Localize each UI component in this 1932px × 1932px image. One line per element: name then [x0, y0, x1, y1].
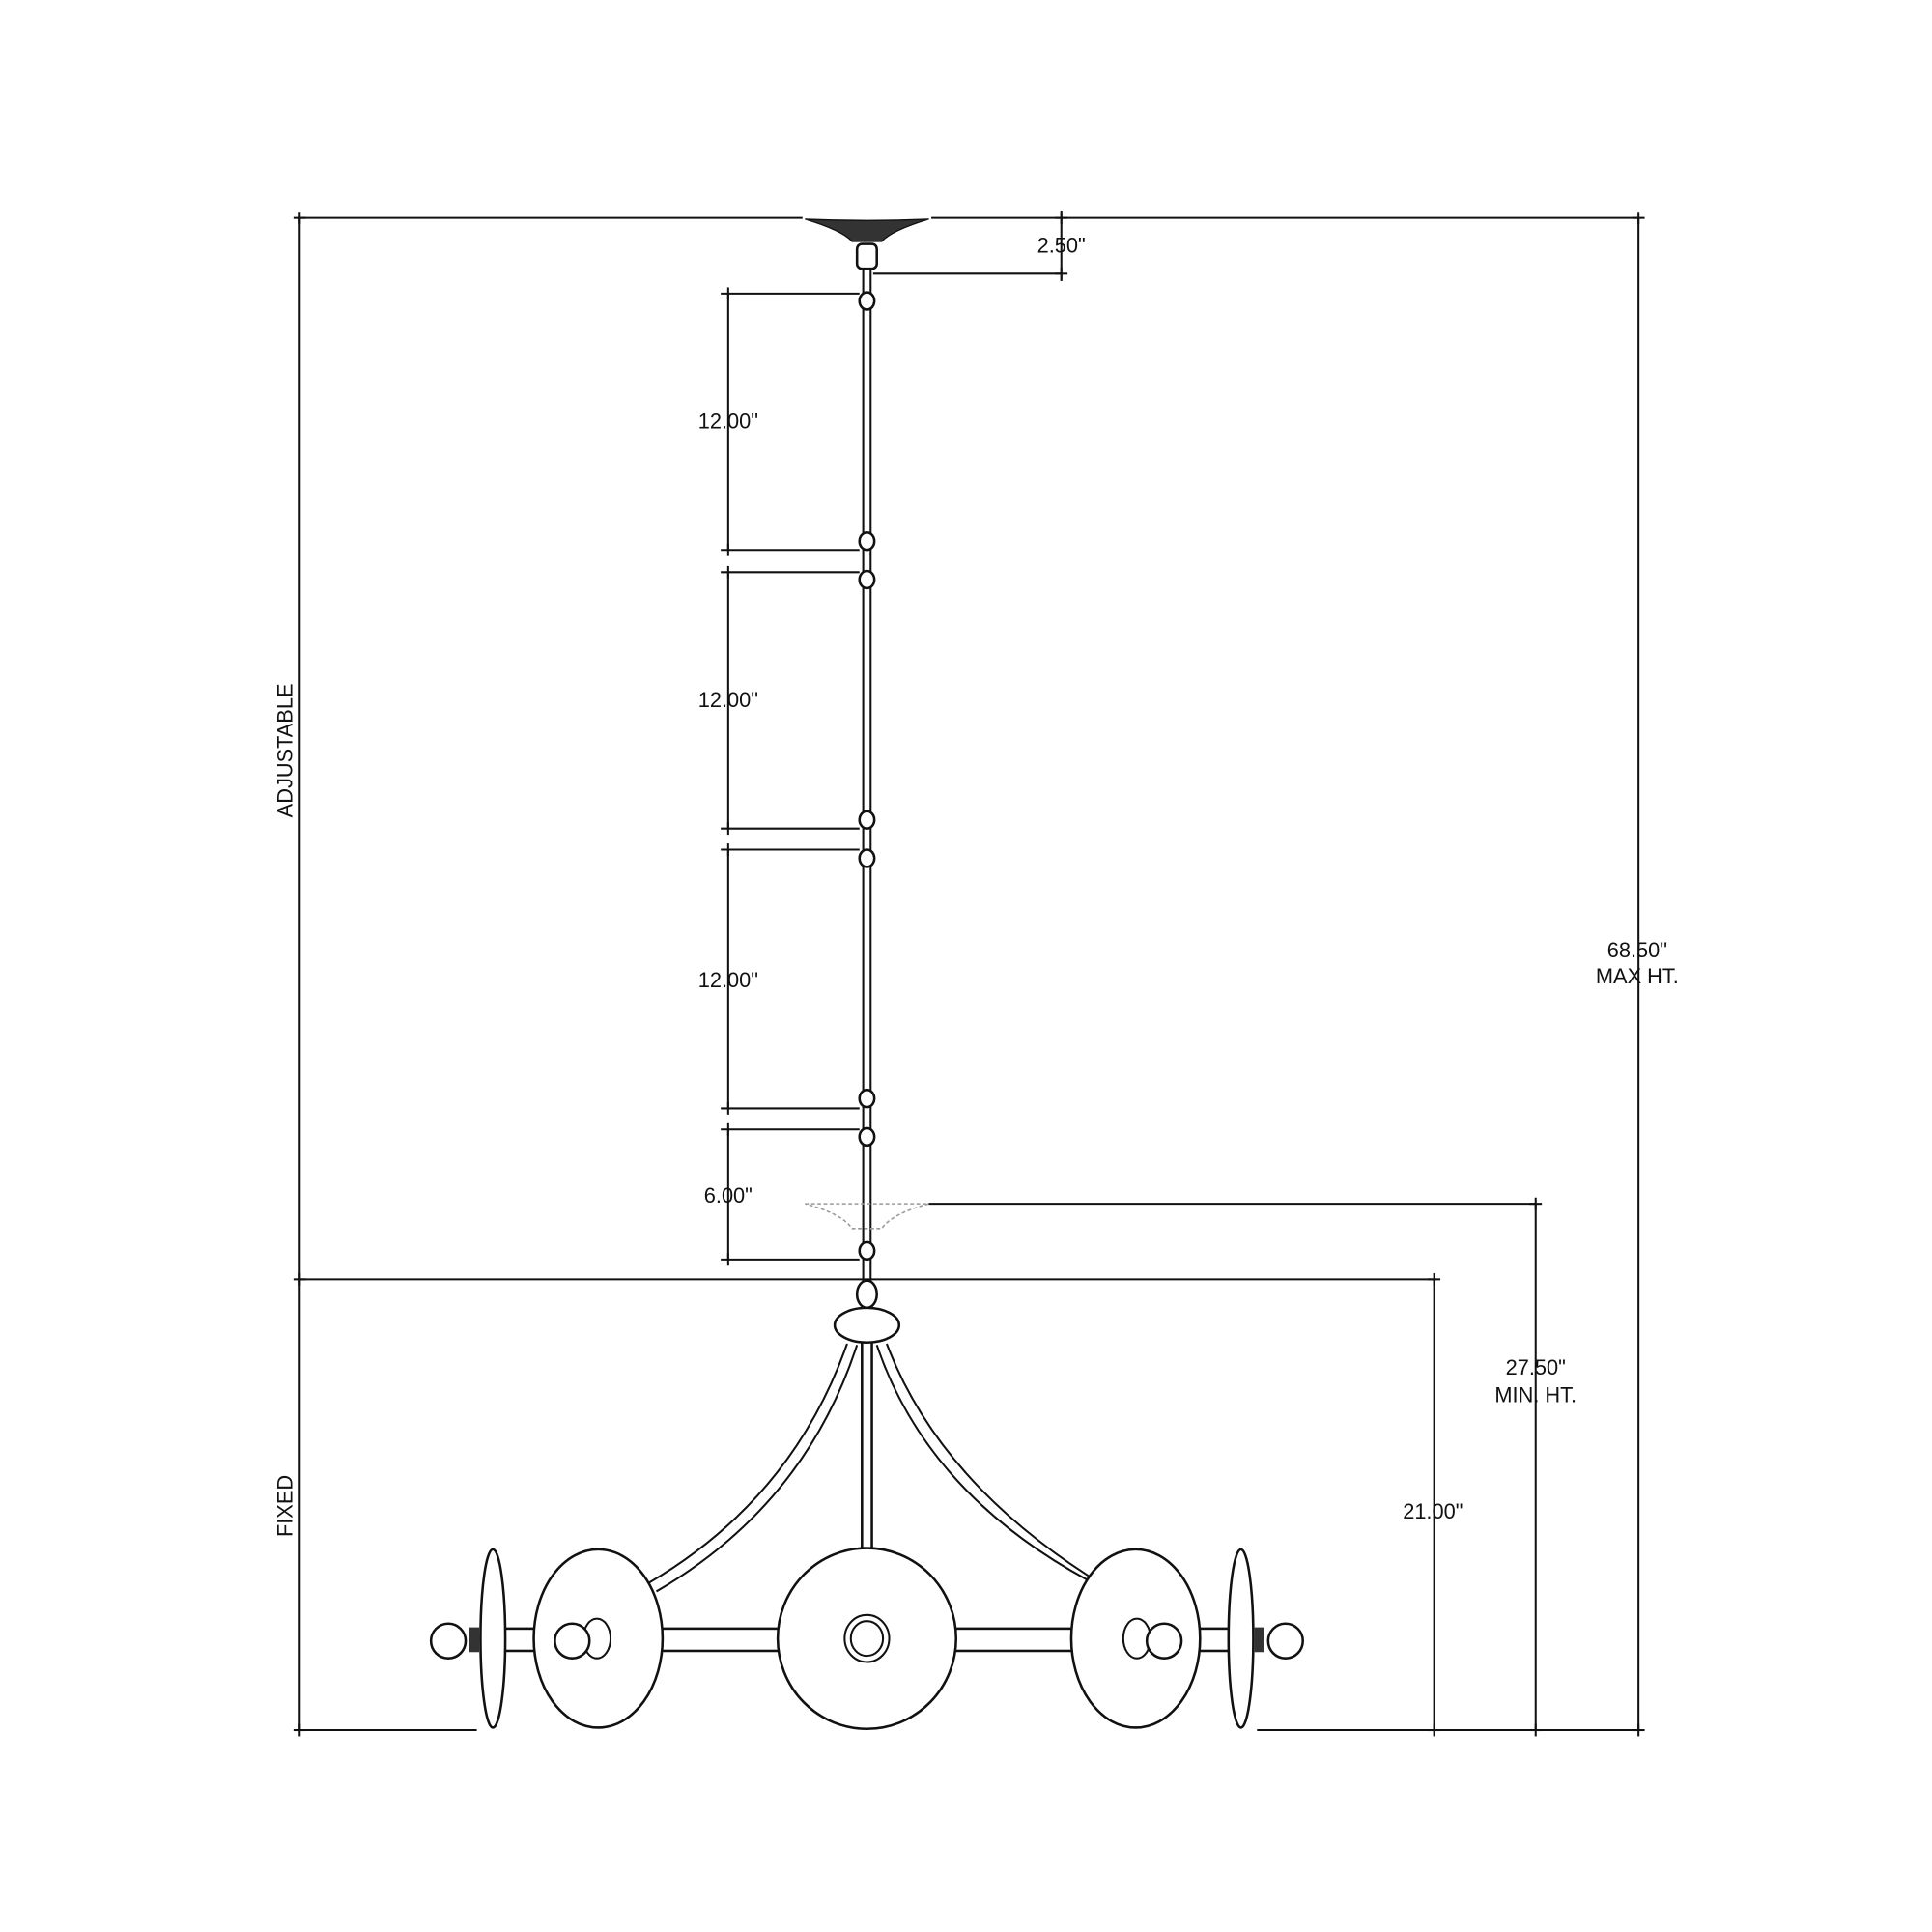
dimension-labels: 2.50" 12.00" 12.00" 12.00" 6.00" ADJUSTA… — [273, 234, 1679, 1538]
adjustable-label: ADJUSTABLE — [273, 684, 298, 818]
chain-segment-4-label: 6.00" — [704, 1183, 753, 1208]
chain-segment-1-label: 12.00" — [698, 410, 758, 434]
max-height-value: 68.50" — [1607, 938, 1667, 962]
chain-segment-2-label: 12.00" — [698, 688, 758, 712]
chain-link — [858, 291, 876, 311]
min-height-caption: MIN. HT. — [1494, 1382, 1577, 1406]
chain-segment-3-label: 12.00" — [698, 968, 758, 992]
fixed-height-label: 21.00" — [1403, 1499, 1463, 1523]
max-height-caption: MAX HT. — [1596, 964, 1679, 988]
chain-link — [858, 1088, 876, 1109]
canopy-height-label: 2.50" — [1037, 234, 1086, 258]
chain-link — [858, 531, 876, 552]
dimension-lines — [293, 210, 1645, 1737]
fixture — [429, 1279, 1305, 1731]
chain-link — [858, 569, 876, 590]
chain-link — [858, 810, 876, 830]
fixed-label: FIXED — [273, 1475, 298, 1537]
chain-link — [858, 1126, 876, 1148]
min-height-value: 27.50" — [1506, 1355, 1566, 1379]
chain-link — [858, 1240, 876, 1262]
min-canopy-ghost — [805, 1203, 929, 1230]
chain — [858, 266, 876, 1282]
ceiling-canopy — [805, 218, 929, 270]
chain-link — [858, 848, 876, 868]
